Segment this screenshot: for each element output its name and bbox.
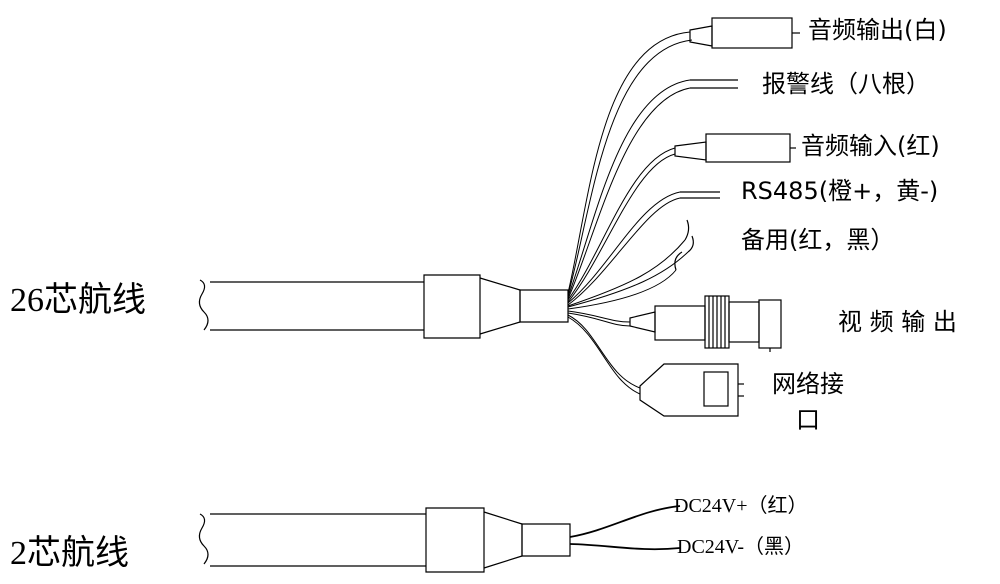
bnc-video-connector	[629, 295, 782, 352]
label-dc-minus: DC24V-（黑）	[677, 536, 805, 558]
audio-in-connector	[674, 133, 796, 163]
cable-26-body	[198, 274, 569, 339]
cable-26-title: 26芯航线	[10, 282, 146, 319]
label-dc-plus: DC24V+（红）	[674, 495, 808, 517]
rs485-wires-end	[680, 191, 720, 199]
label-rs485: RS485(橙+，黄-)	[741, 177, 939, 205]
label-audio-out: 音频输出(白)	[808, 16, 947, 44]
label-network-1: 网络接	[772, 370, 844, 398]
cable-2-title: 2芯航线	[10, 535, 129, 572]
label-network-2: 口	[796, 406, 820, 434]
cable-2-wires	[569, 505, 681, 551]
cable-2-body	[198, 507, 571, 573]
alarm-wires-end	[690, 79, 738, 89]
cable-26-wires	[567, 31, 693, 395]
label-spare: 备用(红，黑）	[741, 226, 895, 254]
spare-wires-end	[674, 219, 694, 271]
label-video-out: 视 频 输 出	[838, 308, 957, 336]
label-alarm: 报警线（八根）	[762, 70, 930, 98]
rj45-connector	[639, 363, 744, 417]
label-audio-in: 音频输入(红)	[801, 132, 940, 160]
audio-out-connector	[689, 17, 800, 49]
